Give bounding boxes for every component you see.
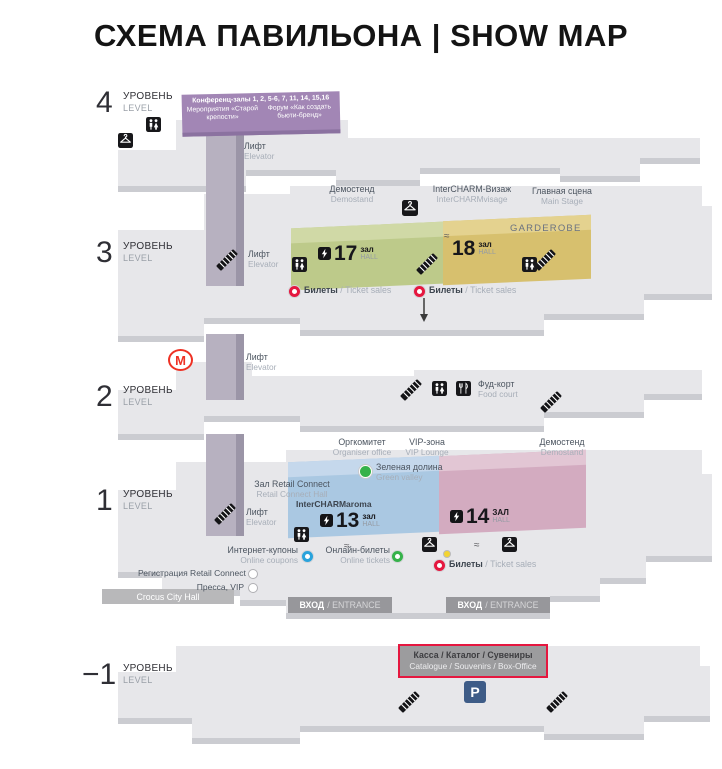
ticket-sales-marker	[434, 560, 445, 571]
wardrobe-hanger-icon	[402, 200, 418, 216]
level-3-number: 3	[96, 236, 113, 269]
forum-label: Форум «Как создать бьюти-бренд»	[267, 103, 332, 121]
entrance-right: ВХОД/ ENTRANCE	[446, 597, 550, 613]
down-arrow-icon	[420, 298, 428, 322]
level-2-number: 2	[96, 380, 113, 413]
wardrobe-hanger-icon	[118, 133, 133, 148]
wc-icon	[522, 257, 537, 272]
registration-marker	[248, 569, 258, 579]
press-vip-label: Пресса, VIP	[196, 582, 244, 592]
ticket-sales-marker	[289, 286, 300, 297]
ticket-sales-marker	[414, 286, 425, 297]
green-valley-icon	[360, 466, 371, 477]
escalator-icon	[414, 251, 440, 277]
press-vip-marker	[248, 583, 258, 593]
level-4-number: 4	[96, 86, 113, 119]
box-office-label-ru: Касса / Каталог / Сувениры	[413, 649, 533, 660]
level-1-number: 1	[96, 484, 113, 517]
online-tickets-marker	[392, 551, 403, 562]
events-label: Мероприятия «Старой крепости»	[186, 105, 259, 122]
retail-registration-label: Регистрация Retail Connect	[138, 568, 246, 578]
conference-halls-area: Конференц-залы 1, 2, 5-6, 7, 11, 14, 15,…	[181, 91, 341, 137]
wc-icon	[146, 117, 161, 132]
ticket-sales-label: Билеты / Ticket sales	[449, 559, 537, 569]
wc-icon	[292, 257, 307, 272]
parking-icon: P	[464, 681, 486, 703]
escalator-icon	[214, 247, 240, 273]
escalator-icon	[538, 389, 564, 415]
level-2-plate	[118, 362, 702, 434]
elevator-shaft	[206, 132, 244, 536]
escalator-icon	[212, 501, 238, 527]
bolt-icon	[318, 247, 331, 260]
ticket-sales-label: Билеты / Ticket sales	[429, 285, 517, 295]
wc-icon	[294, 527, 309, 542]
wardrobe-hanger-icon	[502, 537, 517, 552]
page-title: СХЕМА ПАВИЛЬОНА | SHOW MAP	[93, 18, 629, 53]
ticket-sales-label: Билеты / Ticket sales	[304, 285, 392, 295]
yellow-marker	[443, 550, 451, 558]
entrance-left: ВХОД/ ENTRANCE	[288, 597, 392, 613]
wc-icon	[432, 381, 447, 396]
level-minus1-number: −1	[82, 658, 117, 691]
intercharm-aroma-label: InterCHARMaroma	[296, 499, 372, 509]
escalator-icon	[396, 689, 422, 715]
escalator-icon	[544, 689, 570, 715]
wardrobe-hanger-icon	[422, 537, 437, 552]
stairs-mark: ≈	[474, 540, 480, 551]
stairs-mark: ≈	[344, 541, 350, 552]
box-office-label-en: Catalogue / Souvenirs / Box-Office	[409, 661, 537, 672]
metro-icon: М	[168, 349, 193, 371]
garderobe-label: GARDEROBE	[510, 223, 582, 234]
online-coupons-marker	[302, 551, 313, 562]
food-court-icon	[456, 381, 471, 396]
stairs-mark: ≈	[444, 231, 450, 242]
level-minus1-plate	[118, 646, 710, 738]
crocus-city-hall-label: Crocus City Hall	[102, 589, 234, 604]
bolt-icon	[320, 514, 333, 527]
level-4-plate	[118, 120, 700, 186]
box-office-area: Касса / Каталог / Сувениры Catalogue / S…	[398, 644, 548, 678]
escalator-icon	[398, 377, 424, 403]
bolt-icon	[450, 510, 463, 523]
